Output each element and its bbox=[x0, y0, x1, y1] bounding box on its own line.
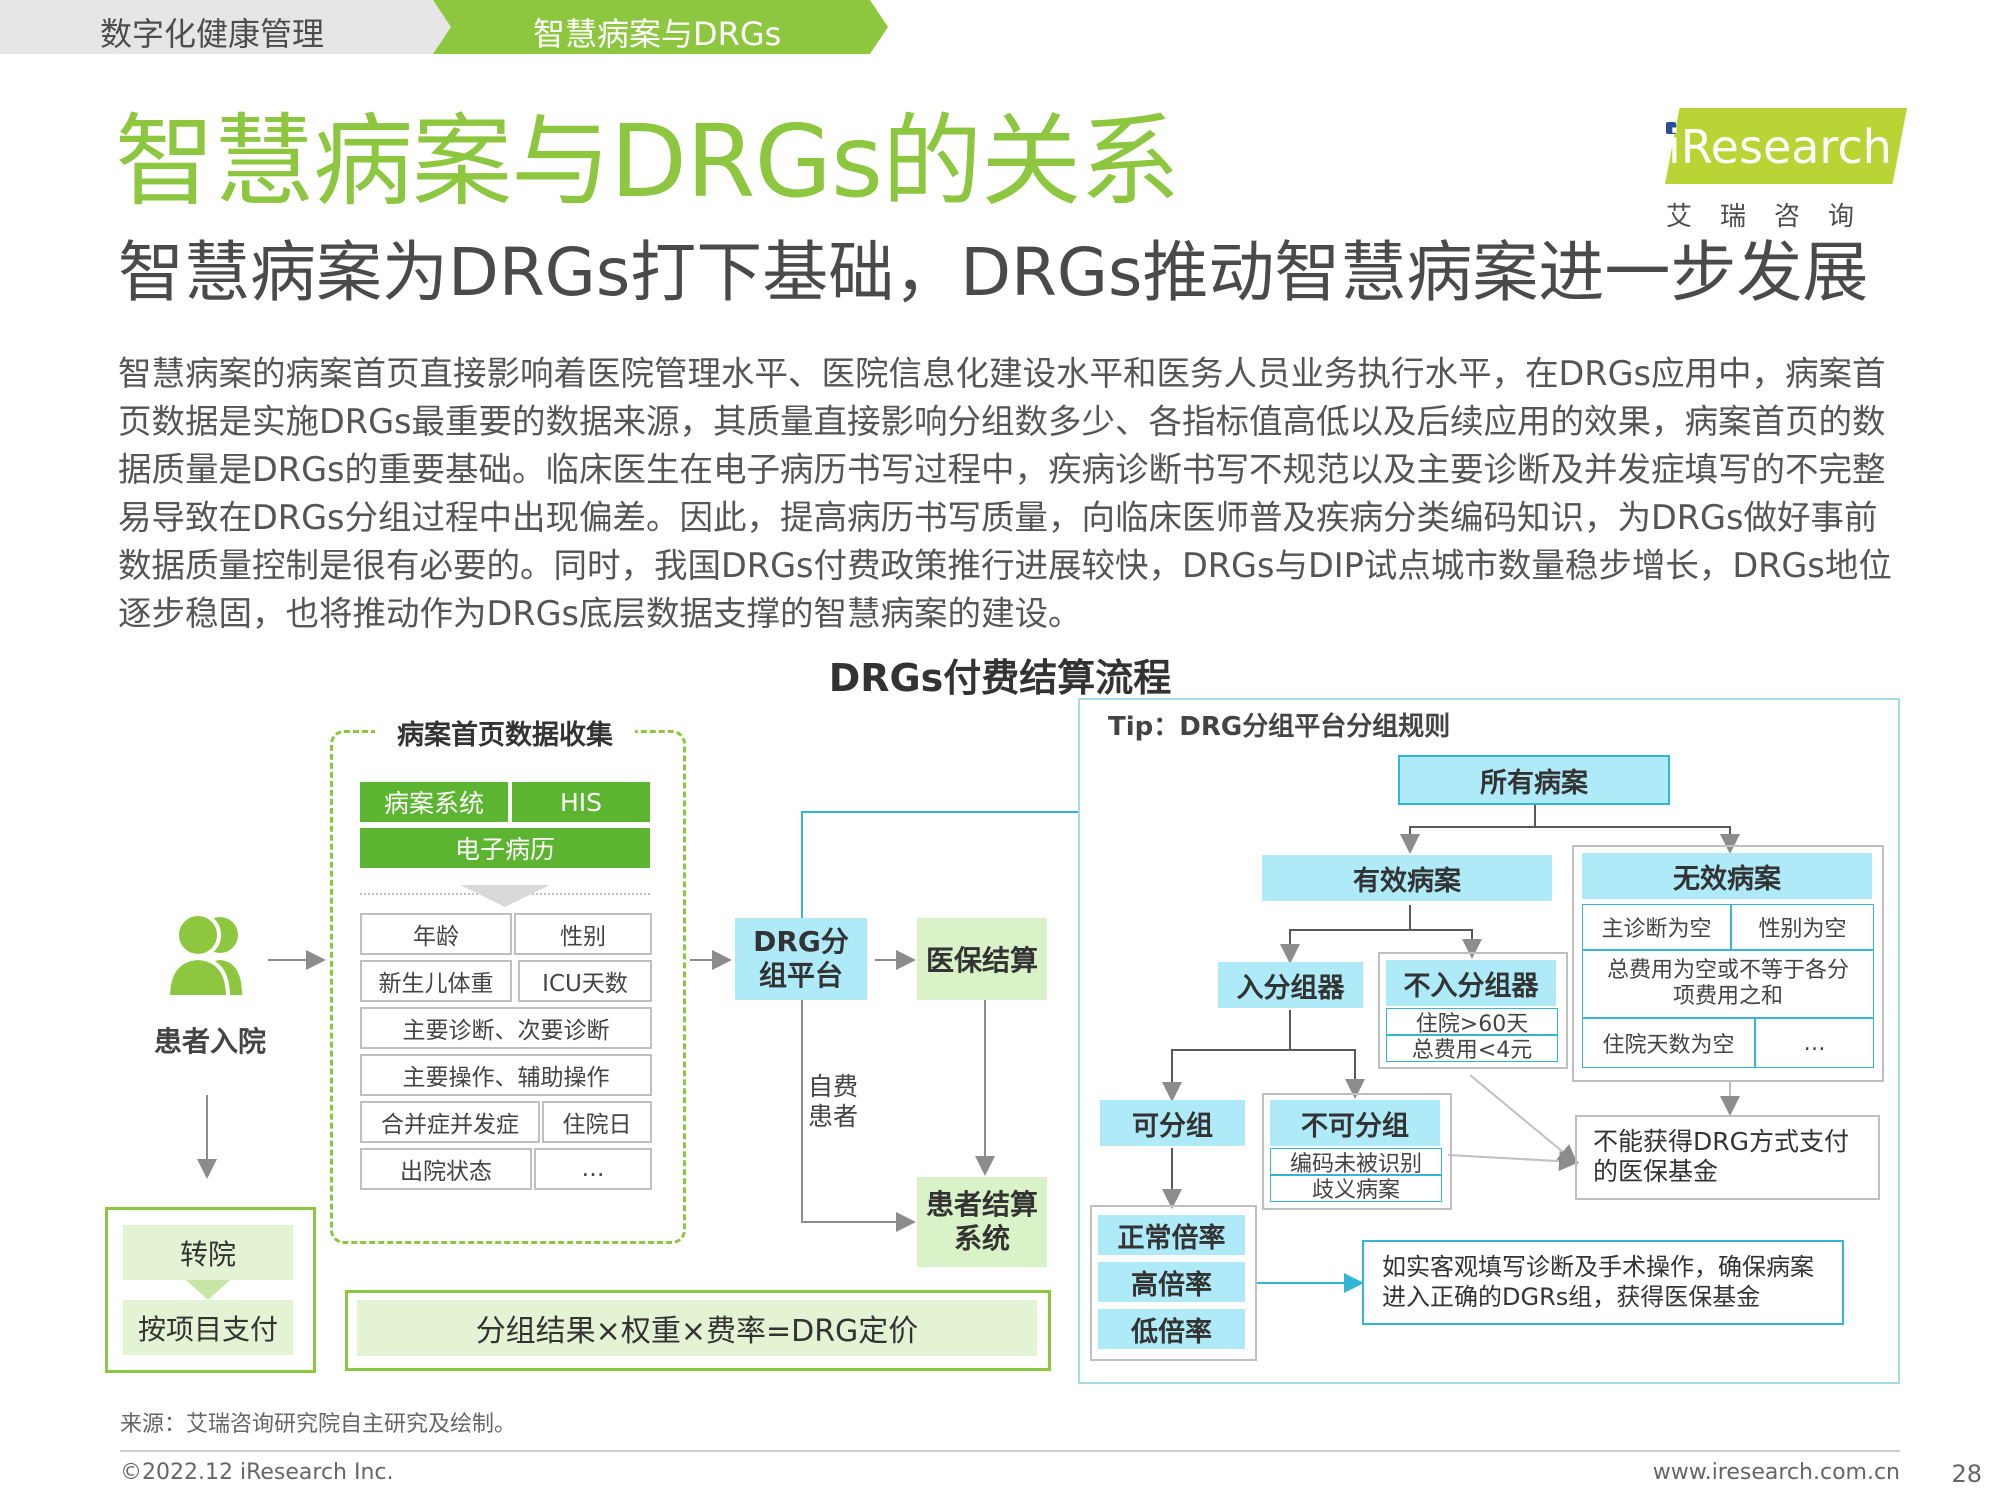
breadcrumb-current[interactable]: 智慧病案与DRGs bbox=[433, 0, 888, 54]
transfer-label: 转院 bbox=[123, 1225, 293, 1280]
rate-box[interactable]: 低倍率 bbox=[1098, 1309, 1245, 1349]
no-fund-box: 不能获得DRG方式支付的医保基金 bbox=[1575, 1115, 1880, 1200]
paragraph-line: 页数据是实施DRGs最重要的数据来源，其质量直接影响分组数多少、各指标值高低以及… bbox=[118, 402, 1886, 441]
invalid-item-text: 总费用为空或不等于各分项费用之和 bbox=[1606, 958, 1849, 1009]
groupable-box[interactable]: 可分组 bbox=[1100, 1100, 1245, 1146]
patient-admission-label: 患者入院 bbox=[153, 1025, 266, 1058]
field-cell: 合并症并发症 bbox=[360, 1101, 540, 1143]
footer-url-link[interactable]: www.iresearch.com.cn bbox=[1652, 1460, 1900, 1485]
paragraph-line: 逐步稳固，也将推动作为DRGs底层数据支撑的智慧病案的建设。 bbox=[118, 594, 1082, 633]
paragraph-line: 据质量是DRGs的重要基础。临床医生在电子病历书写过程中，疾病诊断书写不规范以及… bbox=[118, 450, 1886, 489]
invalid-item: 主诊断为空 bbox=[1582, 904, 1731, 950]
in-grouper-box[interactable]: 入分组器 bbox=[1218, 962, 1363, 1008]
not-in-grouper-box[interactable]: 不入分组器 bbox=[1386, 960, 1556, 1006]
transfer-box bbox=[105, 1207, 316, 1373]
field-cell: 住院日 bbox=[542, 1101, 652, 1143]
breadcrumb-section[interactable]: 数字化健康管理 bbox=[0, 0, 455, 54]
invalid-group-frame bbox=[1572, 845, 1884, 1082]
drg-platform-box[interactable]: DRG分组平台 bbox=[735, 918, 867, 1000]
breadcrumb-section-label: 数字化健康管理 bbox=[100, 15, 325, 53]
rate-box[interactable]: 正常倍率 bbox=[1098, 1215, 1245, 1255]
not-in-item: 总费用<4元 bbox=[1386, 1034, 1558, 1063]
invalid-item: 总费用为空或不等于各分项费用之和 bbox=[1582, 950, 1874, 1018]
breadcrumb-current-label: 智慧病案与DRGs bbox=[533, 15, 782, 53]
logo-text: iResearch bbox=[1668, 120, 1892, 174]
page-number: 28 bbox=[1951, 1460, 1982, 1488]
insurance-settle-box[interactable]: 医保结算 bbox=[917, 918, 1047, 1000]
ungroupable-item: 编码未被识别 bbox=[1270, 1148, 1442, 1177]
field-cell: 出院状态 bbox=[360, 1148, 532, 1190]
data-collection-title: 病案首页数据收集 bbox=[375, 712, 635, 752]
field-cell: 性别 bbox=[514, 913, 652, 955]
pay-by-item-label: 按项目支付 bbox=[123, 1300, 293, 1355]
field-cell: 年龄 bbox=[360, 913, 512, 955]
patient-settle-label: 患者结算系统 bbox=[926, 1188, 1039, 1255]
paragraph-line: 智慧病案的病案首页直接影响着医院管理水平、医院信息化建设水平和医务人员业务执行水… bbox=[118, 354, 1886, 393]
paragraph-line: 数据质量控制是很有必要的。同时，我国DRGs付费政策推行进展较快，DRGs与DI… bbox=[118, 546, 1892, 585]
self-pay-label: 自费患者 bbox=[808, 1072, 859, 1131]
field-cell: 新生儿体重 bbox=[360, 960, 512, 1002]
not-in-item: 住院>60天 bbox=[1386, 1008, 1558, 1037]
tip-box bbox=[1078, 698, 1900, 1384]
logo-dot bbox=[1666, 122, 1676, 134]
drg-platform-label: DRG分组平台 bbox=[753, 925, 849, 992]
invalid-item: 住院天数为空 bbox=[1582, 1018, 1755, 1068]
copyright: ©2022.12 iResearch Inc. bbox=[120, 1460, 394, 1485]
rate-box[interactable]: 高倍率 bbox=[1098, 1262, 1245, 1302]
invalid-item: 性别为空 bbox=[1731, 904, 1874, 950]
valid-cases-box[interactable]: 有效病案 bbox=[1262, 855, 1552, 901]
not-in-grouper-frame bbox=[1378, 952, 1568, 1069]
footer-divider bbox=[120, 1450, 1900, 1452]
source-note: 来源：艾瑞咨询研究院自主研究及绘制。 bbox=[120, 1412, 517, 1437]
advice-box: 如实客观填写诊断及手术操作，确保病案进入正确的DGRs组，获得医保基金 bbox=[1362, 1240, 1844, 1325]
formula-label: 分组结果×权重×费率=DRG定价 bbox=[357, 1300, 1037, 1356]
patient-settle-box[interactable]: 患者结算系统 bbox=[917, 1177, 1047, 1267]
body-paragraph: 智慧病案的病案首页直接影响着医院管理水平、医院信息化建设水平和医务人员业务执行水… bbox=[118, 350, 1898, 638]
invalid-item: … bbox=[1755, 1018, 1874, 1068]
his-button[interactable]: HIS bbox=[512, 782, 650, 822]
field-cell: ICU天数 bbox=[518, 960, 652, 1002]
rates-frame bbox=[1090, 1205, 1257, 1361]
ungroupable-box[interactable]: 不可分组 bbox=[1270, 1100, 1440, 1146]
field-cell: 主要操作、辅助操作 bbox=[360, 1054, 652, 1096]
page-title: 智慧病案与DRGs的关系 bbox=[115, 103, 1180, 220]
diagram-title: DRGs付费结算流程 bbox=[828, 656, 1172, 700]
invalid-cases-box[interactable]: 无效病案 bbox=[1582, 853, 1872, 899]
all-cases-box[interactable]: 所有病案 bbox=[1398, 755, 1670, 805]
case-system-button[interactable]: 病案系统 bbox=[360, 782, 508, 822]
page-subtitle: 智慧病案为DRGs打下基础，DRGs推动智慧病案进一步发展 bbox=[118, 234, 1869, 311]
tip-title: Tip：DRG分组平台分组规则 bbox=[1108, 712, 1451, 742]
field-cell: 主要诊断、次要诊断 bbox=[360, 1007, 652, 1049]
patient-icon bbox=[160, 910, 255, 1000]
formula-box bbox=[345, 1290, 1051, 1371]
emr-button[interactable]: 电子病历 bbox=[360, 828, 650, 868]
ungroupable-item: 歧义病案 bbox=[1270, 1174, 1442, 1203]
ungroupable-frame bbox=[1262, 1093, 1452, 1210]
logo-cn: 艾瑞咨询 bbox=[1666, 202, 1883, 232]
logo-background bbox=[1665, 108, 1907, 184]
paragraph-line: 易导致在DRGs分组过程中出现偏差。因此，提高病历书写质量，向临床医师普及疾病分… bbox=[118, 498, 1878, 537]
field-cell: … bbox=[534, 1148, 652, 1190]
